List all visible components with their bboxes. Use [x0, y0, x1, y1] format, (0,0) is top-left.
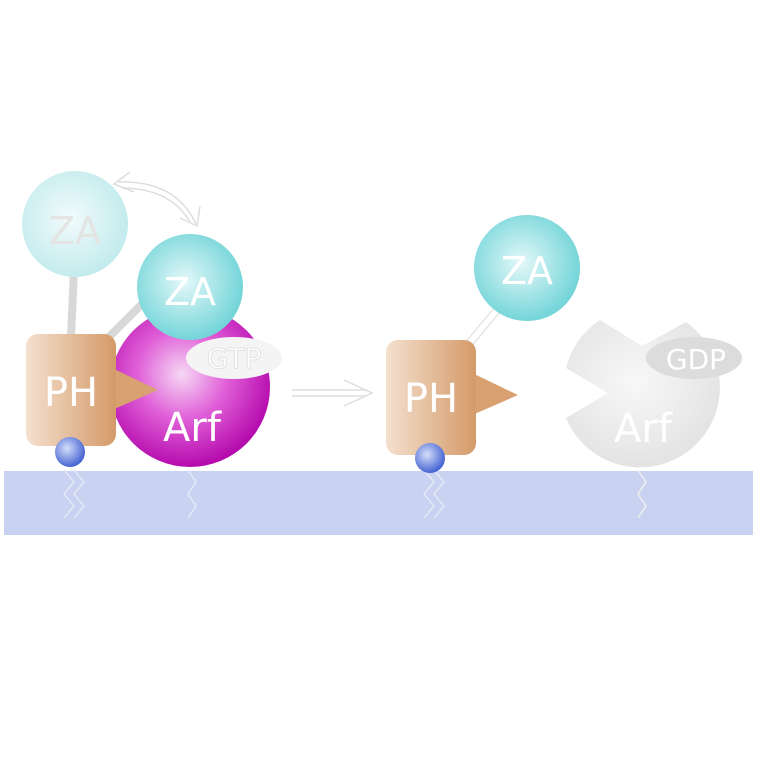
gtp-badge [186, 337, 282, 379]
ph-label-right: PH [404, 376, 458, 422]
lipid-anchor-icon [637, 469, 647, 519]
za-ghost-linker [67, 269, 78, 337]
za-label-right: ZA [501, 249, 553, 293]
ph-domain-right [386, 340, 476, 455]
anchor-bead-left [55, 437, 85, 467]
za-ghost-label: ZA [49, 209, 101, 253]
za-label-left: ZA [164, 270, 216, 314]
double-headed-curved-arrow-icon [112, 171, 201, 228]
lipid-anchor-icon [423, 469, 445, 519]
ph-domain-left [26, 334, 116, 446]
ph-label-left: PH [44, 370, 98, 416]
za-domain-active [137, 234, 243, 340]
gdp-badge [646, 337, 742, 379]
za-domain-ghost [22, 171, 128, 277]
za-linker [105, 297, 149, 341]
gdp-label: GDP [666, 343, 726, 376]
arf-label-active: Arf [163, 405, 222, 451]
lipid-anchor-icon [187, 469, 197, 519]
gtp-label: GTP [207, 342, 262, 375]
za-linker-right [463, 307, 501, 349]
za-domain-released [474, 215, 580, 321]
ph-catalytic-wedge-right [470, 372, 518, 416]
ph-catalytic-wedge [112, 368, 158, 410]
anchor-bead-right [415, 443, 445, 473]
membrane-bilayer [4, 471, 753, 535]
right-arrow-icon [292, 379, 374, 407]
lipid-anchor-icon [63, 469, 85, 519]
arf-label-inactive: Arf [614, 406, 673, 452]
